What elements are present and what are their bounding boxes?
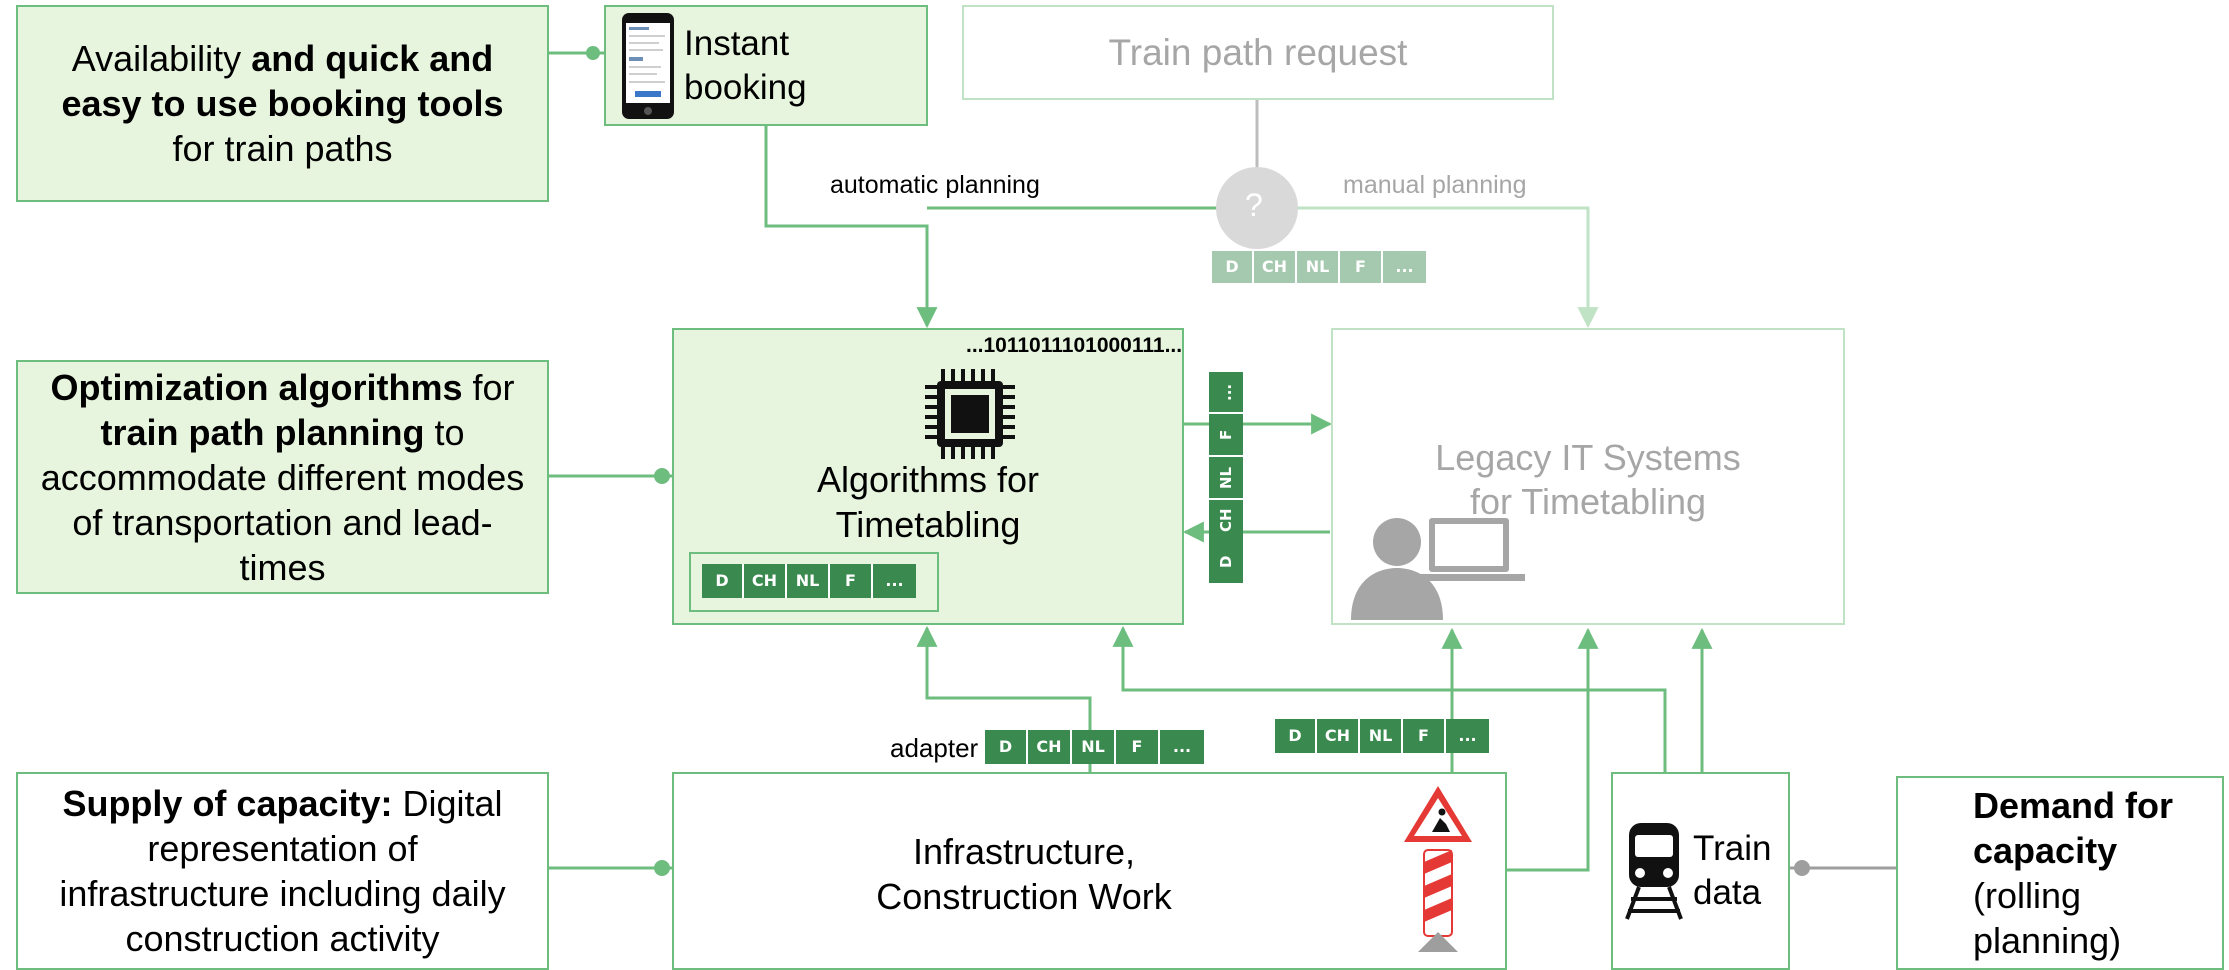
vtag-ch: CH [1209, 498, 1243, 541]
demand-line1: Demand for [1973, 785, 2174, 826]
demand-line2: capacity [1973, 830, 2118, 871]
legacy-it-box: Legacy IT Systems for Timetabling [1331, 328, 1845, 625]
tag-ch: CH [1028, 730, 1072, 764]
tag-nl: NL [1297, 251, 1340, 283]
tag-d: D [702, 564, 744, 598]
demand-line3: (rolling [1973, 875, 2082, 916]
tag-d: D [1212, 251, 1254, 283]
arrow-manual-planning [1296, 206, 1599, 329]
optimization-bold-1: Optimization algorithms [50, 366, 463, 408]
binary-string: ...1011011101000111... [966, 334, 1183, 357]
arrow-booking-to-algorithms [764, 126, 938, 329]
algorithms-line1: Algorithms for [816, 459, 1040, 500]
connector-dot [586, 46, 600, 60]
availability-text-1: Availability [71, 38, 252, 79]
smartphone-icon [622, 12, 674, 119]
adapter-label: adapter [890, 733, 979, 763]
algorithms-tag-frame [689, 552, 939, 612]
construction-sign-icon [1404, 786, 1472, 952]
infrastructure-box: Infrastructure, Construction Work [672, 772, 1507, 970]
connector-dot [654, 468, 670, 484]
train-path-request-label: Train path request [1108, 31, 1408, 73]
optimization-text-2: to accommodate different modes of transp… [40, 411, 525, 588]
availability-text-2: for train paths [172, 128, 393, 169]
connector-dot [1794, 860, 1810, 876]
tag-f: F [830, 564, 873, 598]
legacy-line2: for Timetabling [1469, 481, 1707, 522]
tag-ch: CH [744, 564, 787, 598]
tag-nl: NL [1072, 730, 1116, 764]
availability-box: Availability and quick and easy to use b… [16, 5, 549, 202]
infrastructure-line1: Infrastructure, [912, 831, 1136, 872]
train-path-request-box: Train path request [962, 5, 1554, 100]
user-computer-icon [1351, 518, 1525, 620]
question-mark: ? [1245, 187, 1263, 223]
country-tags-infra: D CH NL F ... [1275, 719, 1489, 753]
supply-box: Supply of capacity: Digital representati… [16, 772, 549, 970]
vtag-f: F [1209, 412, 1243, 455]
train-data-box: Train data [1611, 772, 1790, 970]
vtag-nl: NL [1209, 455, 1243, 498]
instant-booking-box: Instant booking [604, 5, 928, 126]
tag-f: F [1403, 719, 1446, 753]
demand-line4: planning) [1973, 920, 2122, 961]
algorithms-box: ...1011011101000111... Algorithms for Ti… [672, 328, 1184, 625]
instant-booking-line2: booking [684, 67, 807, 107]
availability-text-bold: and quick and easy to use booking tools [61, 38, 504, 124]
algorithms-line2: Timetabling [835, 504, 1021, 545]
tag-ch: CH [1317, 719, 1360, 753]
tag-ch: CH [1254, 251, 1297, 283]
vtag-more: ... [1209, 370, 1243, 412]
tag-more: ... [1383, 251, 1426, 283]
connector-dot [654, 860, 670, 876]
automatic-planning-label: automatic planning [830, 171, 1040, 199]
train-data-line1: Train [1693, 829, 1772, 868]
tag-d: D [1275, 719, 1317, 753]
infrastructure-line2: Construction Work [876, 876, 1172, 917]
demand-box: Demand for capacity (rolling planning) [1896, 776, 2224, 970]
country-tags-adapter: D CH NL F ... [985, 730, 1204, 764]
supply-bold: Supply of capacity: [62, 783, 393, 824]
arrow-infra-right-to-legacy [1506, 627, 1599, 872]
train-icon [1625, 823, 1683, 920]
cpu-chip-icon [925, 369, 1015, 459]
arrow-train-to-algorithms [1112, 625, 1667, 772]
country-tags-manual: D CH NL F ... [1212, 251, 1426, 283]
country-tags-algorithms: D CH NL F ... [702, 564, 916, 598]
tag-f: F [1116, 730, 1160, 764]
tag-more: ... [1160, 730, 1204, 764]
country-tags-vertical: ... F NL CH D [1209, 370, 1243, 583]
supply-text: Digital representation of infrastructure… [59, 783, 506, 959]
optimization-bold-2: train path planning [100, 411, 425, 453]
tag-more: ... [873, 564, 916, 598]
optimization-box: Optimization algorithms for train path p… [16, 360, 549, 594]
tag-d: D [985, 730, 1028, 764]
tag-more: ... [1446, 719, 1489, 753]
train-data-line2: data [1693, 873, 1762, 912]
question-circle-icon [1216, 167, 1298, 249]
tag-f: F [1340, 251, 1383, 283]
tag-nl: NL [1360, 719, 1403, 753]
optimization-text-1: for [462, 366, 515, 408]
legacy-line1: Legacy IT Systems [1435, 437, 1741, 478]
instant-booking-line1: Instant [684, 23, 790, 63]
vtag-d: D [1209, 541, 1243, 583]
tag-nl: NL [787, 564, 830, 598]
manual-planning-label: manual planning [1343, 171, 1527, 199]
